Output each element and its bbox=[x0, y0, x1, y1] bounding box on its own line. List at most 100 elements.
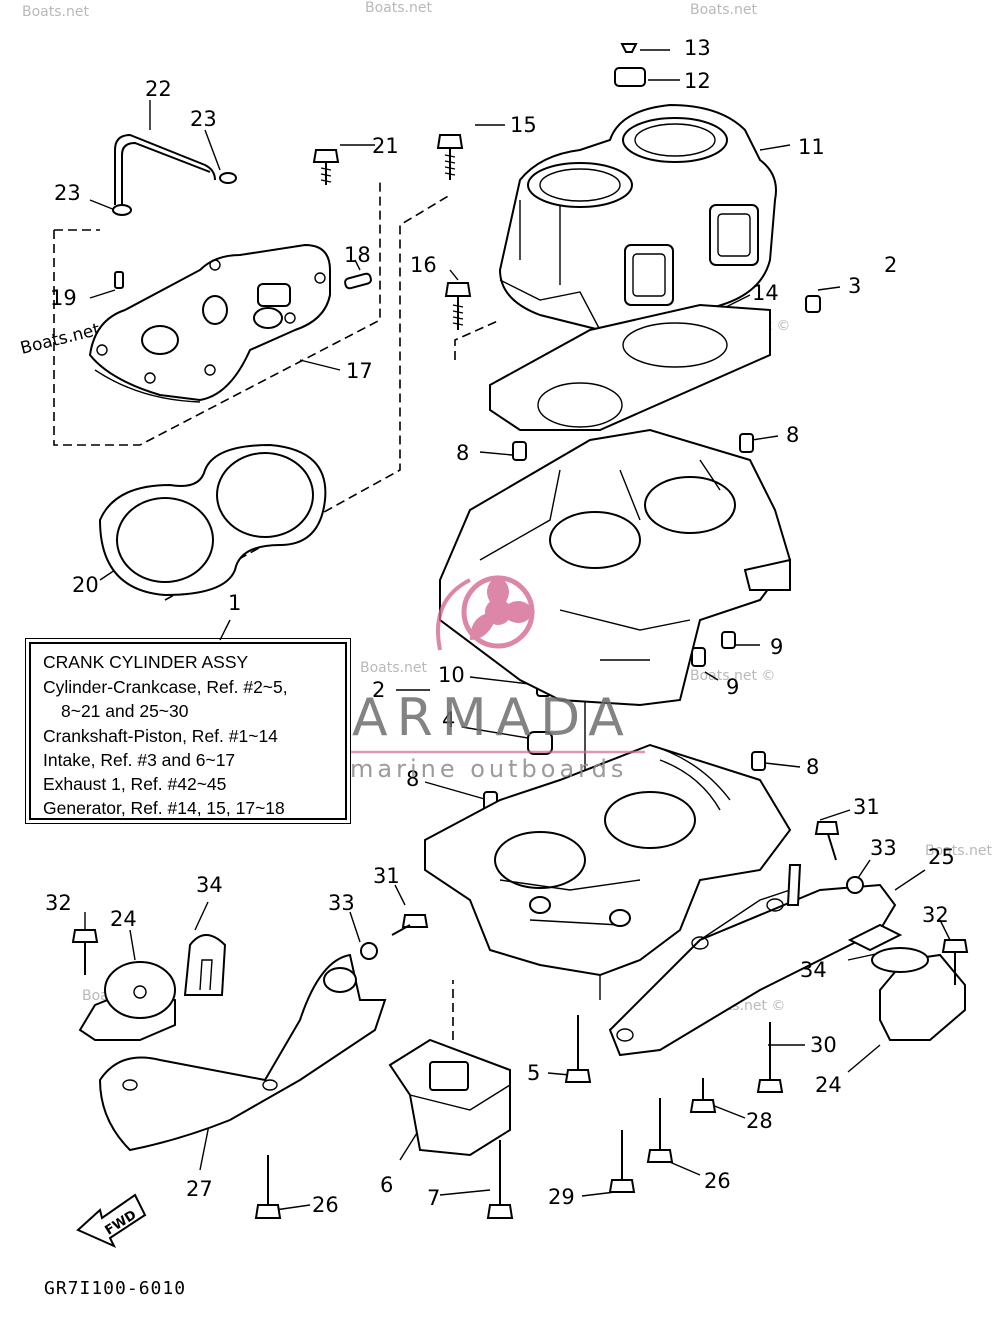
bolt-head bbox=[608, 1179, 636, 1193]
callout-20: 20 bbox=[72, 573, 99, 597]
assembly-line: Exhaust 1, Ref. #42~45 bbox=[43, 774, 227, 794]
callout-30: 30 bbox=[810, 1033, 837, 1057]
callout-21: 21 bbox=[372, 134, 399, 158]
rubber-mount-top bbox=[104, 961, 176, 1019]
stud bbox=[786, 864, 802, 906]
callout-13: 13 bbox=[684, 36, 711, 60]
callout-34: 34 bbox=[196, 873, 223, 897]
assembly-line: Generator, Ref. #14, 15, 17~18 bbox=[43, 798, 285, 818]
sensor bbox=[614, 67, 646, 87]
bolt-head bbox=[436, 134, 464, 149]
lower-crankcase bbox=[424, 743, 792, 977]
assembly-line: Crankshaft-Piston, Ref. #1~14 bbox=[43, 726, 278, 746]
watermark: Boats.net bbox=[925, 843, 992, 859]
callout-23: 23 bbox=[190, 107, 217, 131]
connector bbox=[429, 1061, 469, 1091]
bolt-head bbox=[646, 1149, 674, 1163]
bolt-head bbox=[444, 282, 472, 297]
dowel-pin bbox=[721, 631, 736, 649]
bolt-head bbox=[941, 939, 969, 953]
callout-5: 5 bbox=[527, 1061, 540, 1085]
callout-14: 14 bbox=[752, 281, 779, 305]
callout-23: 23 bbox=[54, 181, 81, 205]
hose bbox=[114, 133, 216, 205]
callout-29: 29 bbox=[548, 1185, 575, 1209]
watermark: Boats.net bbox=[22, 4, 89, 20]
callout-32: 32 bbox=[45, 891, 72, 915]
cover-boss bbox=[253, 307, 283, 329]
mounting-tab bbox=[743, 558, 791, 591]
callout-24: 24 bbox=[110, 907, 137, 931]
dowel-pin bbox=[751, 751, 766, 771]
dowel-pin bbox=[805, 295, 821, 313]
callout-33: 33 bbox=[328, 891, 355, 915]
watermark: Boats.net bbox=[360, 660, 427, 676]
brand-tagline: marine outboards bbox=[350, 755, 628, 783]
crank-bore bbox=[604, 791, 696, 849]
base-gasket bbox=[489, 303, 771, 431]
bolt-head bbox=[814, 821, 840, 835]
callout-8: 8 bbox=[456, 441, 469, 465]
callout-17: 17 bbox=[346, 359, 373, 383]
cover-fitting bbox=[257, 283, 291, 307]
callout-6: 6 bbox=[380, 1173, 393, 1197]
bolt-head bbox=[689, 1099, 717, 1113]
callout-7: 7 bbox=[427, 1186, 440, 1210]
bolt-head bbox=[401, 914, 429, 928]
dowel-pin bbox=[512, 441, 527, 461]
pin bbox=[344, 272, 372, 290]
spacer bbox=[847, 923, 903, 952]
callout-24: 24 bbox=[815, 1073, 842, 1097]
callout-26: 26 bbox=[704, 1169, 731, 1193]
generator-unit bbox=[388, 1038, 511, 1157]
cylinder-bore bbox=[622, 117, 728, 163]
callout-10: 10 bbox=[438, 663, 465, 687]
crank-bore bbox=[644, 476, 736, 534]
left-mount-bracket bbox=[98, 953, 387, 1152]
callout-18: 18 bbox=[344, 243, 371, 267]
bushing bbox=[527, 731, 553, 755]
bolt-set bbox=[71, 821, 969, 1219]
assembly-line: 8~21 and 25~30 bbox=[61, 701, 189, 721]
dowel-pin bbox=[739, 433, 754, 453]
gasket-bore bbox=[216, 452, 314, 538]
callout-26: 26 bbox=[312, 1193, 339, 1217]
engine-mount-bracket bbox=[608, 883, 897, 1057]
clamp bbox=[219, 172, 237, 184]
crank-bore bbox=[494, 831, 586, 889]
watermark: Boats.net © bbox=[690, 668, 775, 684]
callout-12: 12 bbox=[684, 69, 711, 93]
bolt-head bbox=[486, 1204, 514, 1219]
cover-boss bbox=[202, 295, 228, 325]
callout-33: 33 bbox=[870, 836, 897, 860]
clamp bbox=[112, 204, 132, 216]
callout-32: 32 bbox=[922, 903, 949, 927]
cylinder-group-outline bbox=[454, 319, 501, 360]
exhaust-port bbox=[624, 244, 674, 306]
upper-crankcase bbox=[439, 428, 792, 707]
fwd-arrow bbox=[76, 1193, 147, 1249]
callout-4: 4 bbox=[442, 708, 455, 732]
gasket-bore bbox=[116, 497, 214, 583]
callout-16: 16 bbox=[410, 253, 437, 277]
watermark: Boats.net bbox=[365, 0, 432, 16]
callout-15: 15 bbox=[510, 113, 537, 137]
spacer bbox=[183, 934, 227, 996]
assembly-title: CRANK CYLINDER ASSY bbox=[43, 652, 249, 672]
drawing-code: GR7I100-6010 bbox=[44, 1278, 187, 1299]
screw bbox=[620, 43, 638, 53]
assembly-line: Intake, Ref. #3 and 6~17 bbox=[43, 750, 236, 770]
callout-3: 3 bbox=[848, 274, 861, 298]
cover-boss bbox=[141, 325, 179, 355]
callout-27: 27 bbox=[186, 1177, 213, 1201]
brand-logo-icon bbox=[436, 575, 535, 651]
exhaust-port bbox=[709, 204, 759, 266]
assembly-line: Cylinder-Crankcase, Ref. #2~5, bbox=[43, 677, 288, 697]
bolt-head bbox=[756, 1079, 784, 1093]
callout-9: 9 bbox=[726, 675, 739, 699]
callout-19: 19 bbox=[50, 286, 77, 310]
callout-34: 34 bbox=[800, 958, 827, 982]
bolt-head bbox=[312, 149, 340, 163]
washer bbox=[846, 876, 864, 894]
